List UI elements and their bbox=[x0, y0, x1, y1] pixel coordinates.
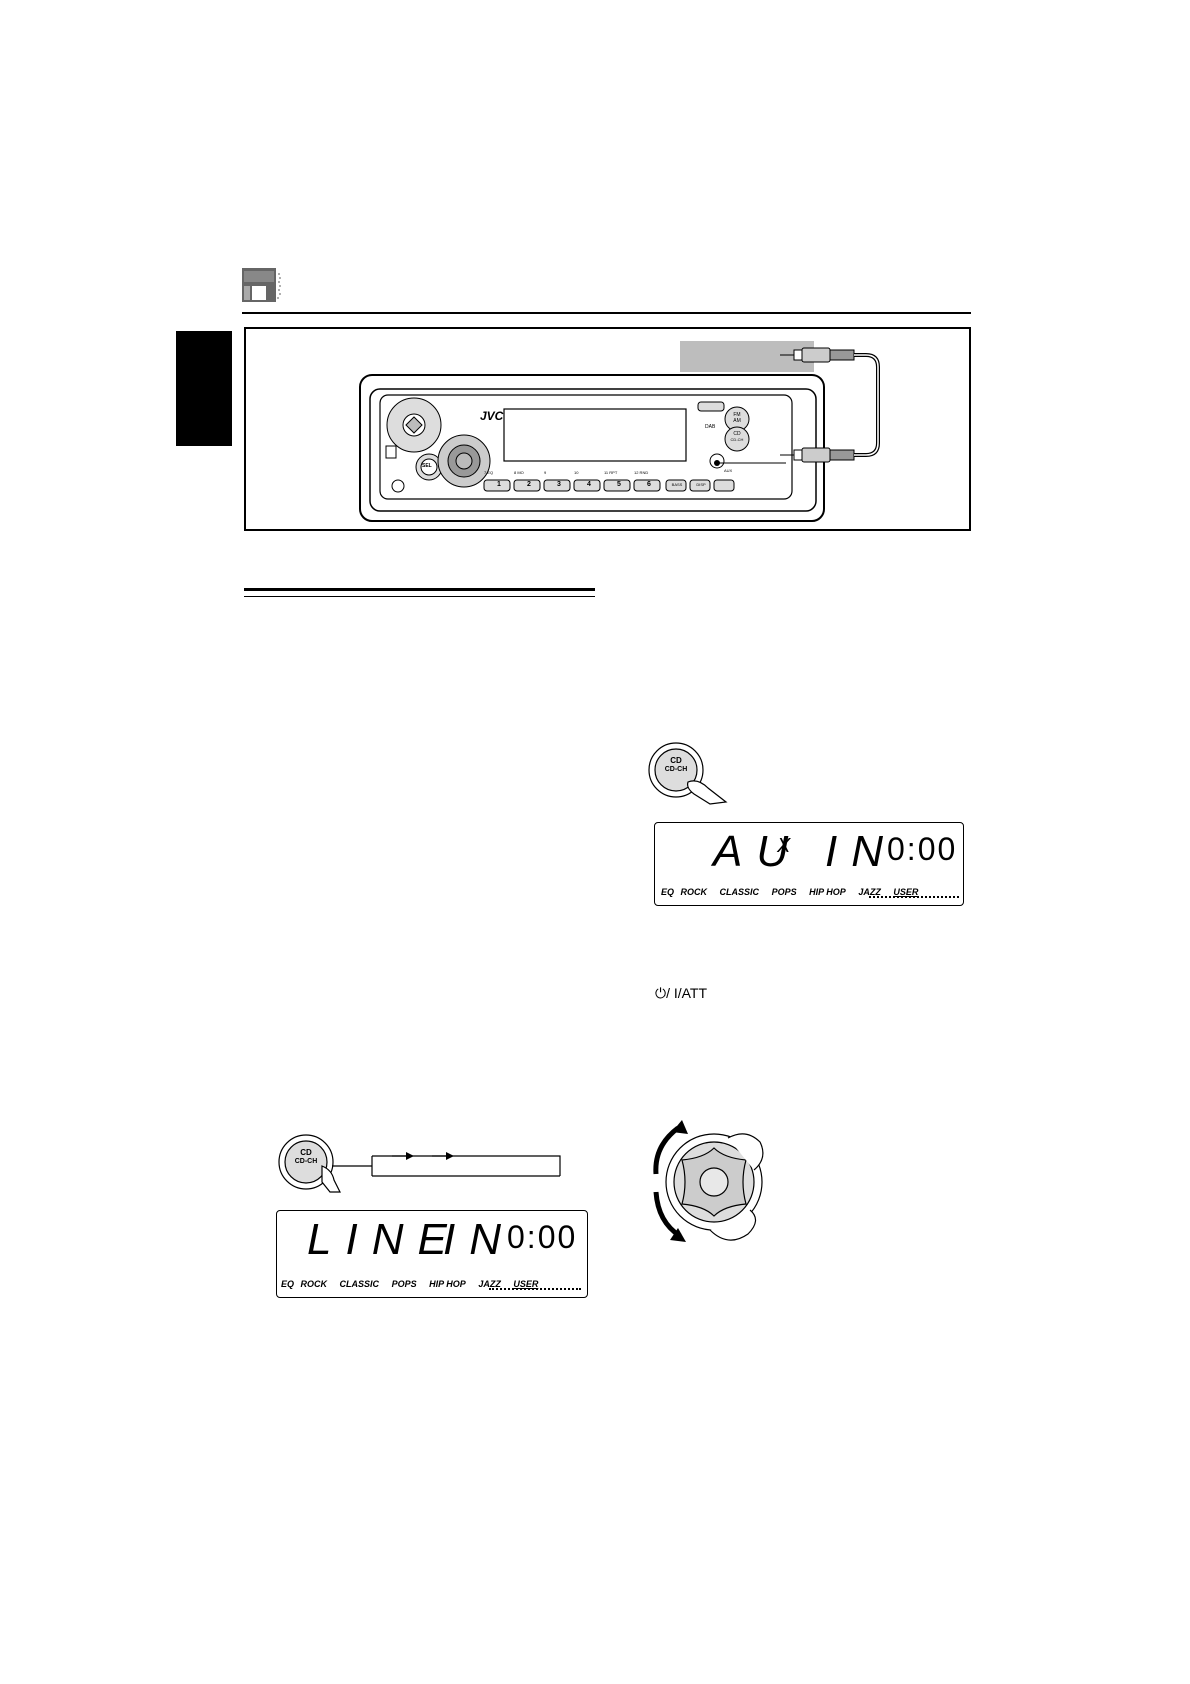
fm-am-button[interactable]: FM AM bbox=[733, 412, 741, 424]
cd-label: CD bbox=[300, 1148, 312, 1157]
brand-logo: JVC bbox=[480, 409, 504, 423]
level-meter bbox=[869, 896, 959, 901]
eq-mode: POPS bbox=[771, 887, 797, 897]
lcd-input: IN bbox=[443, 1215, 515, 1264]
preset-label: 11 RPT bbox=[604, 470, 618, 475]
header-rule bbox=[242, 312, 971, 314]
preset-button-1[interactable]: 1 bbox=[497, 481, 501, 488]
preset-numbers: 1 2 3 4 5 6 bbox=[484, 481, 664, 488]
preset-label: 12 RND bbox=[634, 470, 649, 475]
preset-button-5[interactable]: 5 bbox=[617, 481, 621, 488]
lcd-source: LINE bbox=[307, 1215, 461, 1264]
lcd-source-x: X bbox=[777, 835, 805, 857]
line-in-display: LINE IN 0:00 EQ ROCK CLASSIC POPS HIP HO… bbox=[276, 1210, 588, 1298]
eq-mode: CLASSIC bbox=[719, 887, 760, 897]
volume-knob-illustration bbox=[650, 1118, 782, 1248]
preset-label: 7 EQ bbox=[484, 470, 494, 475]
eq-mode: POPS bbox=[391, 1279, 417, 1289]
eq-mode: ROCK bbox=[300, 1279, 328, 1289]
level-meter bbox=[489, 1288, 581, 1293]
cd-label: CD bbox=[670, 756, 682, 765]
eq-badge: EQ bbox=[281, 1279, 295, 1289]
connection-illustration: JVC FM AM DAB CD CD-CH SEL AUX 7 EQ 8 MO… bbox=[244, 327, 971, 531]
language-tab bbox=[176, 331, 232, 446]
lcd-counter: 0:00 bbox=[887, 831, 958, 867]
eq-mode: JAZZ bbox=[478, 1279, 501, 1289]
eq-mode-row: EQ ROCK CLASSIC POPS HIP HOP JAZZ USER bbox=[661, 887, 928, 897]
preset-button-6[interactable]: 6 bbox=[647, 481, 651, 488]
cd-button-press-illustration: CD CD-CH bbox=[648, 738, 728, 806]
preset-button-3[interactable]: 3 bbox=[557, 481, 561, 488]
eq-badge: EQ bbox=[661, 887, 675, 897]
eq-mode-selected: USER bbox=[513, 1279, 539, 1289]
section-rule bbox=[244, 588, 595, 591]
section-icon bbox=[242, 268, 282, 302]
preset-labels: 7 EQ 8 MO 9 10 11 RPT 12 RND bbox=[484, 470, 664, 475]
preset-button-2[interactable]: 2 bbox=[527, 481, 531, 488]
disp-button[interactable]: DISP bbox=[696, 482, 706, 487]
source-cycle-illustration: CD CD-CH bbox=[276, 1130, 566, 1198]
cd-button[interactable]: CD CD-CH bbox=[728, 431, 746, 442]
eq-mode: JAZZ bbox=[858, 887, 881, 897]
aux-in-display: AU X IN 0:00 EQ ROCK CLASSIC POPS HIP HO… bbox=[654, 822, 964, 906]
preset-label: 9 bbox=[544, 470, 547, 475]
eq-mode-selected: USER bbox=[893, 887, 919, 897]
sel-button[interactable]: SEL bbox=[422, 463, 432, 469]
preset-label: 10 bbox=[574, 470, 579, 475]
power-att-label: ⏻/ I/ATT bbox=[655, 985, 708, 1001]
cd-label: CD bbox=[733, 431, 741, 437]
aux-jack-label: AUX bbox=[724, 468, 733, 473]
cd-ch-label: CD-CH bbox=[730, 437, 744, 442]
lcd-input: IN bbox=[825, 827, 897, 876]
bass-button[interactable]: BASS bbox=[671, 482, 683, 487]
preset-label: 8 MO bbox=[514, 470, 524, 475]
eq-mode: ROCK bbox=[680, 887, 708, 897]
lcd-counter: 0:00 bbox=[507, 1219, 578, 1255]
eq-mode: HIP HOP bbox=[429, 1279, 466, 1289]
car-receiver-drawing bbox=[359, 341, 880, 522]
eq-mode-row: EQ ROCK CLASSIC POPS HIP HOP JAZZ USER bbox=[281, 1279, 548, 1289]
eq-mode: HIP HOP bbox=[809, 887, 846, 897]
preset-button-4[interactable]: 4 bbox=[587, 481, 591, 488]
lcd-source: AU bbox=[713, 827, 803, 876]
cd-ch-label: CD-CH bbox=[294, 1158, 318, 1165]
cd-ch-label: CD-CH bbox=[664, 766, 688, 773]
eq-mode: CLASSIC bbox=[339, 1279, 380, 1289]
dab-label: DAB bbox=[705, 424, 716, 430]
section-rule-thin bbox=[244, 596, 595, 597]
